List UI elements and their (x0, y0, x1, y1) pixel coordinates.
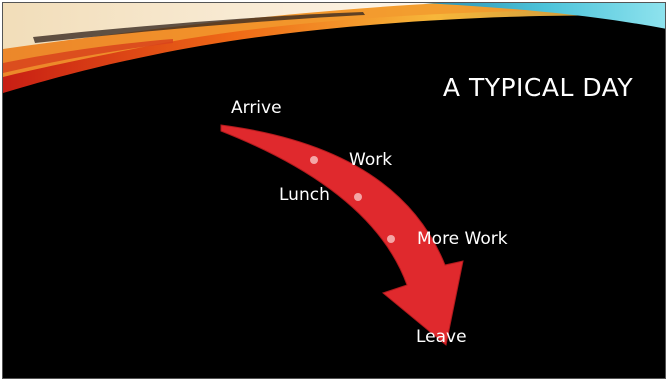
start-label: Arrive (231, 98, 282, 118)
timeline-dot-work (310, 156, 318, 164)
step-label-more-work: More Work (417, 229, 508, 249)
end-label: Leave (416, 327, 467, 347)
timeline-dot-more-work (387, 235, 395, 243)
step-label-lunch: Lunch (279, 185, 330, 205)
curved-arrow (220, 124, 464, 346)
slide-title: A TYPICAL DAY (442, 73, 634, 102)
slide-graphics (3, 3, 665, 346)
timeline-dot-lunch (354, 193, 362, 201)
step-label-work: Work (349, 150, 393, 170)
header-swoosh-decoration (3, 3, 665, 93)
